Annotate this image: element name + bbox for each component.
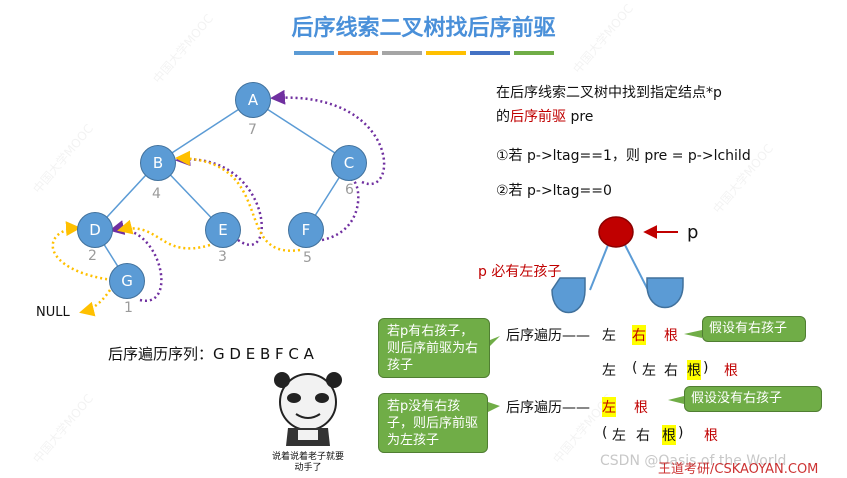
intro-line2-red: 后序前驱	[510, 109, 566, 125]
row2-left2: 左	[642, 363, 656, 379]
tree-node-c: C	[331, 145, 367, 181]
row4-root2: 根	[662, 425, 676, 445]
panda-face-icon	[274, 372, 342, 446]
tree-node-d: D	[77, 212, 113, 248]
row3-root: 根	[634, 400, 648, 416]
row3-left: 左	[602, 397, 616, 417]
meme-image: 说着说着老子就要动手了	[268, 368, 348, 473]
row4-left2: 左	[612, 428, 626, 444]
row4-paren-open: (	[602, 425, 608, 441]
callout-has-right-child: 若p有右孩子，则后序前驱为右孩子	[378, 318, 490, 378]
intro-line2-prefix: 的	[496, 109, 510, 125]
tree-node-b: B	[140, 145, 176, 181]
sequence-value: G D E B F C A	[213, 345, 314, 363]
row2-paren-open: (	[632, 360, 638, 376]
case2: ②若 p->ltag==0	[496, 183, 612, 199]
null-label: NULL	[36, 305, 70, 320]
row4-paren-close: )	[678, 425, 684, 441]
row1-prefix: 后序遍历——	[506, 328, 590, 344]
tree-node-e: E	[205, 212, 241, 248]
footer-csdn: CSDN @Oasis of the World	[600, 453, 787, 469]
row3-prefix: 后序遍历——	[506, 400, 590, 416]
sequence-label-text: 后序遍历序列：	[108, 345, 214, 363]
order-f: 5	[303, 250, 312, 266]
callout-assume-no-right-child: 假设没有右孩子	[684, 386, 822, 412]
sequence-label: 后序遍历序列：G D E B F C A	[108, 343, 314, 364]
order-e: 3	[218, 249, 227, 265]
row1-left: 左	[602, 328, 616, 344]
p-label: p	[687, 222, 699, 243]
title-bar-6	[514, 51, 554, 55]
title-bar-5	[470, 51, 510, 55]
footer-wm: 王道考研/CSKAOYAN.COM	[658, 462, 819, 477]
intro-line1: 在后序线索二叉树中找到指定结点*p	[496, 85, 722, 101]
row4-root: 根	[704, 428, 718, 444]
order-c: 6	[345, 182, 354, 198]
intro-line2-suffix: pre	[566, 109, 594, 125]
page-title: 后序线索二叉树找后序前驱	[291, 16, 556, 41]
row2-paren-close: )	[703, 360, 709, 376]
p-left-note: p 必有左孩子	[478, 264, 562, 280]
row4-right2: 右	[636, 428, 650, 444]
tree-node-a: A	[235, 82, 271, 118]
intro-line2: 的后序前驱 pre	[496, 106, 593, 126]
order-d: 2	[88, 248, 97, 264]
row2-right2: 右	[664, 363, 678, 379]
title-bar-3	[382, 51, 422, 55]
case1: ①若 p->ltag==1，则 pre = p->lchild	[496, 148, 751, 164]
order-g: 1	[124, 300, 133, 316]
row1-right: 右	[632, 325, 646, 345]
title-bar-1	[294, 51, 334, 55]
order-b: 4	[152, 186, 161, 202]
callout-assume-right-child: 假设有右孩子	[702, 316, 806, 342]
callout-no-right-child: 若p没有右孩子，则后序前驱为左孩子	[378, 393, 488, 453]
tree-node-f: F	[288, 212, 324, 248]
order-a: 7	[248, 122, 257, 138]
meme-caption: 说着说着老子就要动手了	[271, 452, 344, 473]
title-bar-4	[426, 51, 466, 55]
row2-root: 根	[724, 363, 738, 379]
row2-left: 左	[602, 363, 616, 379]
row2-root2: 根	[687, 360, 701, 380]
row1-root: 根	[664, 328, 678, 344]
title-bar-2	[338, 51, 378, 55]
tree-node-g: G	[109, 263, 145, 299]
